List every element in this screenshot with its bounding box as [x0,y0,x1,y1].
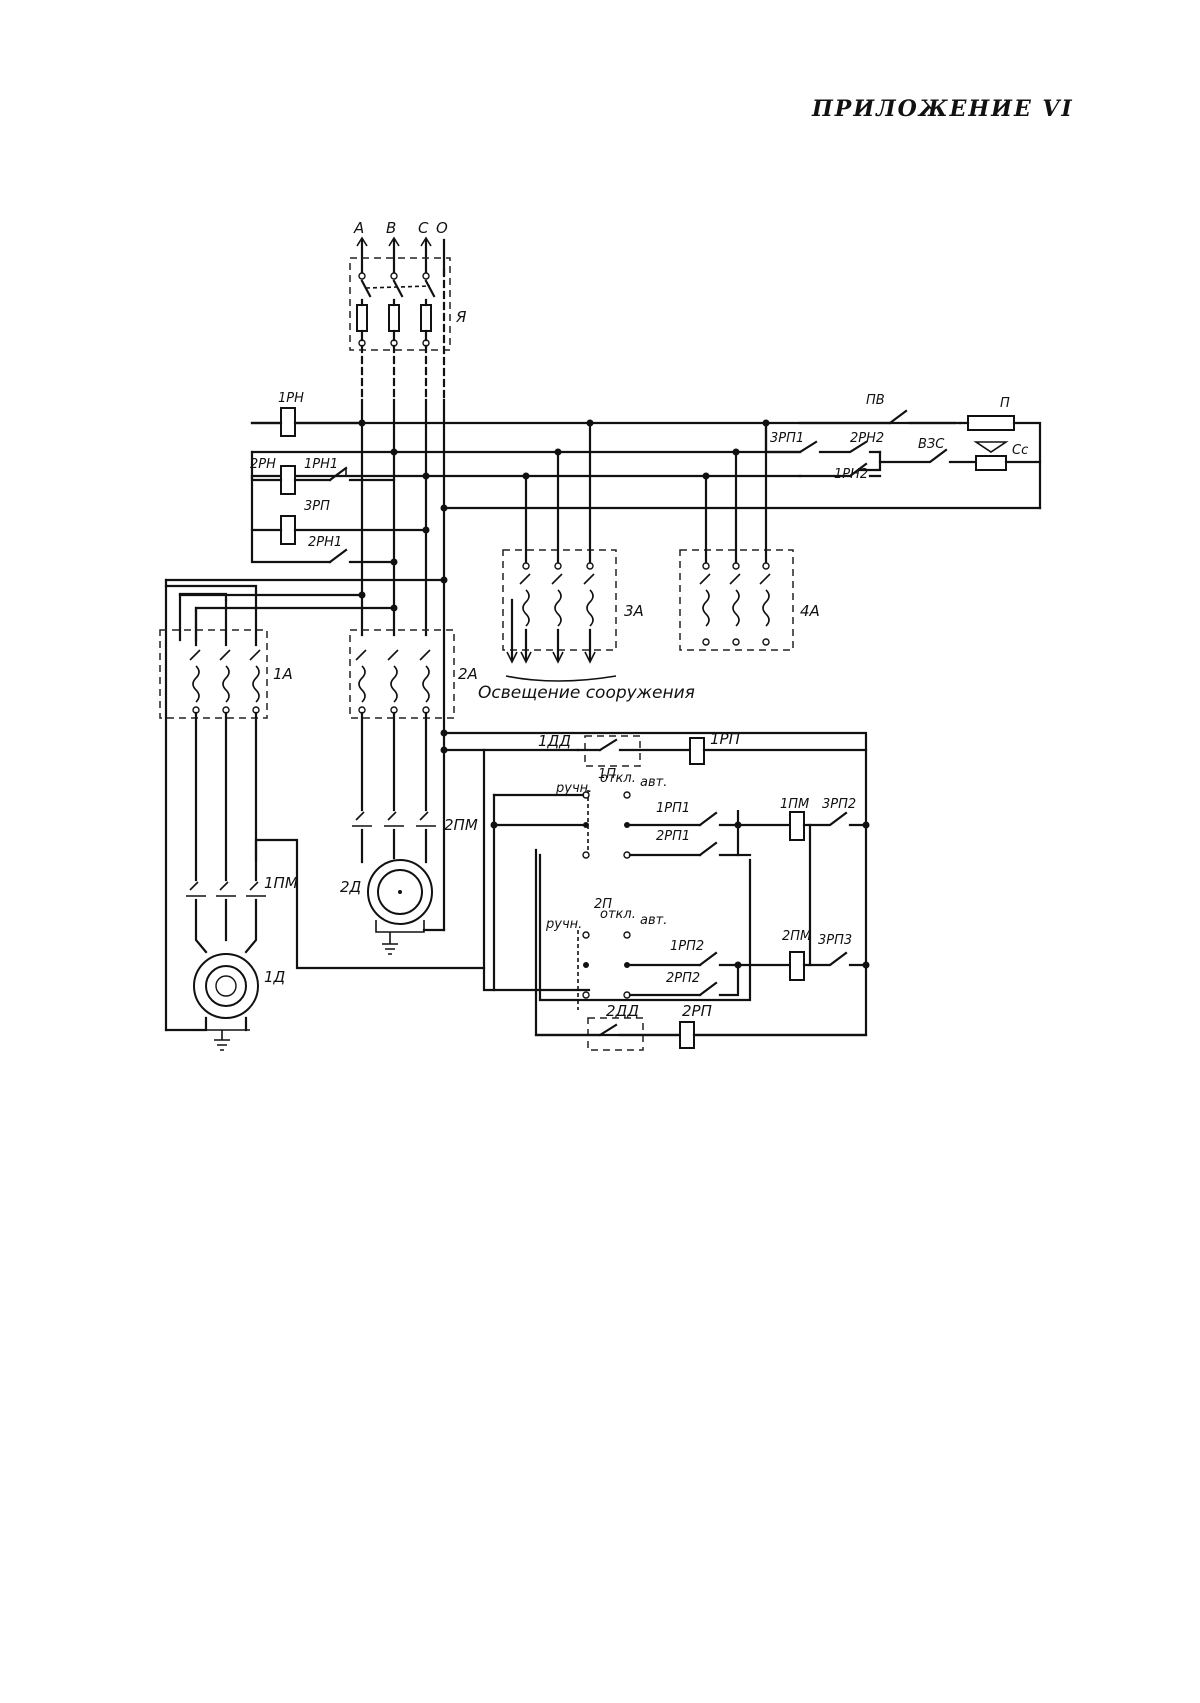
phase-b-label: B [386,219,396,237]
motor-2d-label: 2Д [340,878,362,896]
control-branch: ПВ П 3РП1 2РН2 ВЗС Сс 1РН2 [734,393,1042,510]
starter-2pm-label: 2ПМ [444,816,478,834]
relay-1rn1-label: 1РН1 [304,457,338,472]
main-switch-label: Я [455,308,467,326]
relay-3rp: 3РП 2РН1 [250,474,430,566]
contact-2rp2-label: 2РП2 [666,971,700,986]
switch-2p-label: 2П [594,897,612,912]
motor-1d-branch: 1ПМ 1Д [164,711,486,1051]
relay-2rn-label: 2РН [250,457,276,472]
relay-3rp-label: 3РП [304,499,330,514]
pv-label: ПВ [866,393,885,408]
switch-1p-off: откл. [600,771,636,786]
relay-2rn: 2РН 1РН1 [250,450,396,495]
relay-1rn: 1РН [250,391,364,437]
control-circuit: 1ДД 1РП 1П ручн. откл. авт. 1РП1 2РП1 1П… [440,729,870,1051]
relay-1rn-label: 1РН [278,391,304,406]
contact-3rp2-label: 3РП2 [822,797,856,812]
3rp1-label: 3РП1 [770,431,804,446]
phase-inputs: A B C O [353,219,448,277]
starter-1pm-label: 1ПМ [264,874,298,892]
relay-2rn1-label: 2РН1 [308,535,342,550]
lighting-brace [505,675,617,682]
motor-1d-label: 1Д [264,968,286,986]
motor-2d-branch: 2ПМ 2Д [340,711,478,955]
phase-o-label: O [436,219,448,237]
relay-1rp-label: 1РП [710,730,740,748]
contact-3rp3-label: 3РП3 [818,933,852,948]
breaker-3a: 3А [502,421,644,664]
breaker-1a: 1А [159,584,293,719]
vzs-label: ВЗС [918,437,945,452]
switch-1p-auto: авт. [640,775,667,790]
phase-a-label: A [353,219,364,237]
main-switch: Я [349,257,467,351]
p-label: П [1000,396,1010,411]
breaker-2a: 2А [349,629,478,719]
phase-c-label: C [418,219,429,237]
2rn2-label: 2РН2 [850,431,884,446]
breaker-3a-label: 3А [624,602,644,620]
appendix-header: ПРИЛОЖЕНИЕ VI [812,96,1074,122]
switch-2p-auto: авт. [640,913,667,928]
switch-1p-label: 1П [598,767,616,782]
breaker-1a-label: 1А [273,665,293,683]
switch-2p-manual: ручн. [545,917,582,932]
breaker-4a: 4А [679,421,820,651]
pressure-switch-1dd-label: 1ДД [538,732,571,750]
breaker-4a-label: 4А [800,602,820,620]
switch-1p-manual: ручн. [555,781,592,796]
contact-2rp1-label: 2РП1 [656,829,690,844]
contact-1rp2-label: 1РП2 [670,939,704,954]
relay-2rp-label: 2РП [682,1002,712,1020]
contact-1rp1-label: 1РП1 [656,801,690,816]
distribution-lines [250,419,1042,512]
coil-2pm-label: 2ПМ [782,929,811,944]
main-buses [360,268,446,932]
cc-label: Сс [1012,443,1028,458]
switch-2p-off: откл. [600,907,636,922]
coil-1pm-label: 1ПМ [780,797,809,812]
breaker-2a-label: 2А [458,665,478,683]
lighting-label: Освещение сооружения [478,683,695,703]
pressure-switch-2dd-label: 2ДД [606,1002,639,1020]
